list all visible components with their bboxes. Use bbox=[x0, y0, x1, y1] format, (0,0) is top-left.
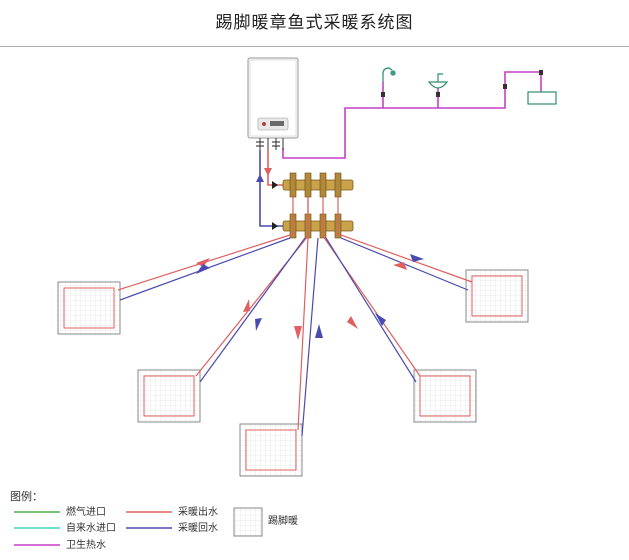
legend-label-hot-water: 卫生热水 bbox=[66, 538, 106, 551]
legend-heading: 图例： bbox=[10, 489, 43, 503]
radiator-right-lower bbox=[413, 369, 477, 423]
radiator-bottom bbox=[239, 423, 303, 477]
title-divider bbox=[0, 46, 629, 47]
shower-fixture bbox=[382, 67, 396, 82]
legend-label-supply: 采暖出水 bbox=[178, 505, 218, 518]
supply-manifold bbox=[282, 172, 354, 198]
legend-swatch-radiator bbox=[233, 507, 263, 537]
supply-loops bbox=[117, 197, 473, 431]
riser-arrows bbox=[256, 168, 272, 182]
supply-riser bbox=[267, 150, 285, 186]
legend-label-cold-water: 自来水进口 bbox=[66, 521, 116, 534]
legend-label-gas: 燃气进口 bbox=[66, 505, 106, 518]
legend-label-return: 采暖回水 bbox=[178, 521, 218, 534]
sink-fixture bbox=[527, 91, 557, 105]
hot-water-line bbox=[282, 71, 542, 159]
valve-icons-hot bbox=[381, 70, 543, 97]
return-loops bbox=[119, 237, 469, 437]
manifold-valves bbox=[272, 181, 278, 230]
legend-label-radiator: 踢脚暖 bbox=[268, 514, 298, 527]
wall-hung-boiler bbox=[247, 57, 299, 139]
flow-arrows bbox=[196, 254, 424, 340]
legend: 图例： 燃气进口 自来水进口 卫生热水 采暖出水 采暖回水 踢脚暖 bbox=[10, 489, 298, 551]
boiler-connection-valves bbox=[256, 138, 284, 150]
radiator-left-lower bbox=[137, 369, 201, 423]
page-title: 踢脚暖章鱼式采暖系统图 bbox=[215, 13, 414, 33]
radiator-right bbox=[465, 269, 529, 323]
basin-fixture bbox=[427, 73, 449, 89]
radiator-left bbox=[57, 281, 121, 335]
